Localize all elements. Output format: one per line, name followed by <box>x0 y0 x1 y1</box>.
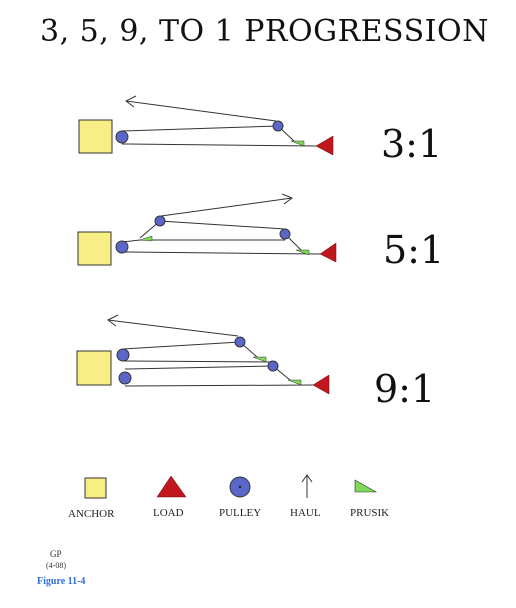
load-5-to-1 <box>319 242 337 263</box>
haul-arrowhead-9-to-1 <box>107 314 119 327</box>
prusik-5-to-1-lower <box>295 249 310 256</box>
rope-3-to-1-top <box>121 125 279 132</box>
right-triangle-icon <box>354 479 378 493</box>
circle-icon-center <box>238 485 242 489</box>
haul-line-3-to-1 <box>125 100 277 122</box>
rope-3-to-1-bottom <box>121 143 317 147</box>
pulley-9-to-1-moving-upper <box>234 336 246 348</box>
pulley-9-to-1-moving-lower <box>267 360 279 372</box>
rope-5-to-1-lower-bottom <box>121 251 321 255</box>
prusik-5-to-1-upper <box>139 235 153 242</box>
pulley-5-to-1-anchor <box>115 240 129 254</box>
anchor-9-to-1 <box>76 350 112 386</box>
triangle-icon <box>156 475 187 498</box>
ratio-label-9-to-1: 9:1 <box>374 367 436 411</box>
haul-line-5-to-1 <box>160 197 293 217</box>
legend-label-pulley: PULLEY <box>219 507 262 519</box>
load-9-to-1 <box>312 374 330 395</box>
pulley-9-to-1-anchor-upper <box>116 348 130 362</box>
pulley-3-to-1-anchor <box>115 130 129 144</box>
legend-symbols <box>84 474 378 499</box>
credit-date: (4-08) <box>46 561 66 570</box>
rope-5-to-1-upper-top <box>159 220 286 230</box>
rope-9-to-1-b-top <box>124 365 274 370</box>
system-3-to-1 <box>78 95 334 156</box>
prusik-3-to-1 <box>290 140 305 147</box>
credit-initials: GP <box>50 549 62 559</box>
legend-label-haul: HAUL <box>290 507 321 519</box>
system-5-to-1 <box>77 193 337 266</box>
rope-9-to-1-a-top <box>122 341 241 350</box>
load-3-to-1 <box>315 135 334 156</box>
rope-9-to-1-a-bottom <box>122 360 274 363</box>
prusik-9-to-1-lower <box>287 379 302 386</box>
legend-label-prusik: PRUSIK <box>350 507 390 519</box>
pulley-3-to-1-moving <box>272 120 284 132</box>
pulley-5-to-1-upper <box>154 215 166 227</box>
haul-arrowhead-5-to-1 <box>281 193 294 205</box>
legend-label-load: LOAD <box>153 507 184 519</box>
figure-label: Figure 11-4 <box>37 576 86 587</box>
haul-line-9-to-1 <box>107 319 239 337</box>
pulley-5-to-1-moving <box>279 228 291 240</box>
square-icon <box>84 477 107 499</box>
legend-label-anchor: ANCHOR <box>68 508 115 520</box>
system-9-to-1 <box>76 314 330 395</box>
prusik-9-to-1-upper <box>252 356 267 363</box>
anchor-5-to-1 <box>77 231 112 266</box>
anchor-3-to-1 <box>78 119 113 154</box>
arrow-up-icon-head <box>301 474 313 483</box>
ratio-label-5-to-1: 5:1 <box>383 228 445 272</box>
haul-arrowhead-3-to-1 <box>125 95 137 108</box>
rope-9-to-1-b-bottom <box>124 384 314 387</box>
page-title: 3, 5, 9, TO 1 PROGRESSION <box>40 14 489 49</box>
ratio-label-3-to-1: 3:1 <box>381 122 443 166</box>
pulley-9-to-1-anchor-lower <box>118 371 132 385</box>
